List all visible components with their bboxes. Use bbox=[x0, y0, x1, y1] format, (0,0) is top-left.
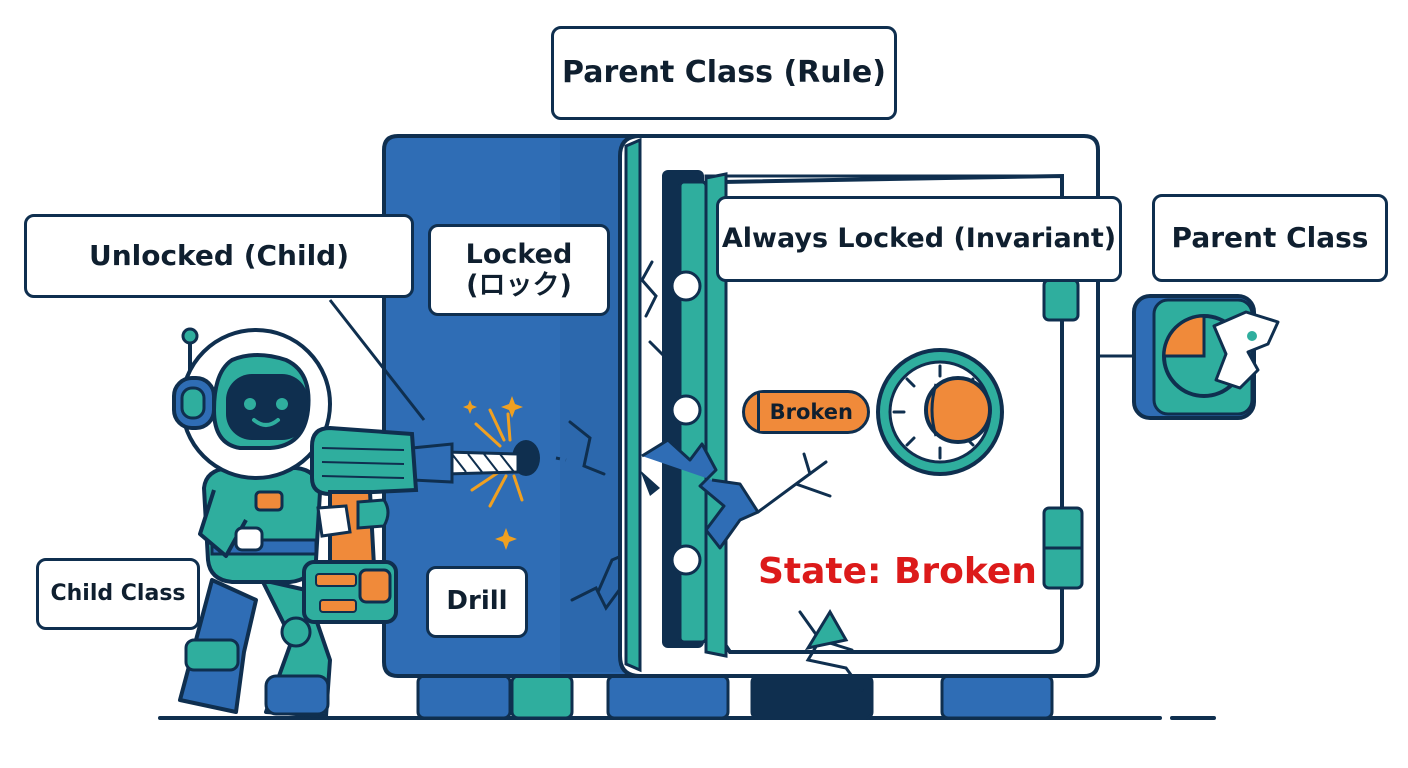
robot-child bbox=[172, 327, 332, 718]
combination-dial bbox=[876, 348, 1004, 476]
parent-class-gadget bbox=[1098, 294, 1280, 420]
parent-class-rule-text: Parent Class (Rule) bbox=[562, 54, 886, 90]
unlocked-child-text: Unlocked (Child) bbox=[88, 238, 350, 272]
drill-label: Drill bbox=[426, 566, 528, 638]
broken-tag: Broken bbox=[742, 390, 870, 434]
unlocked-child-label: Unlocked (Child) bbox=[24, 214, 414, 298]
safe-legs bbox=[416, 674, 1054, 720]
always-locked-invariant-text: Always Locked (Invariant) bbox=[721, 223, 1117, 255]
power-drill bbox=[302, 425, 520, 624]
locked-label: Locked (ロック) bbox=[428, 224, 610, 316]
always-locked-invariant-label: Always Locked (Invariant) bbox=[716, 196, 1122, 282]
parent-class-text: Parent Class bbox=[1171, 220, 1369, 254]
unlocked-pointer bbox=[328, 299, 426, 421]
parent-class-rule-label: Parent Class (Rule) bbox=[551, 26, 897, 120]
child-class-label: Child Class bbox=[36, 558, 200, 630]
locked-japanese-text: (ロック) bbox=[466, 270, 572, 301]
broken-tag-text: Broken bbox=[756, 393, 861, 431]
parent-class-label: Parent Class bbox=[1152, 194, 1388, 282]
locked-text: Locked bbox=[465, 238, 573, 270]
state-broken-text: State: Broken bbox=[758, 550, 1037, 592]
child-class-text: Child Class bbox=[50, 581, 186, 607]
drill-text: Drill bbox=[446, 586, 508, 617]
